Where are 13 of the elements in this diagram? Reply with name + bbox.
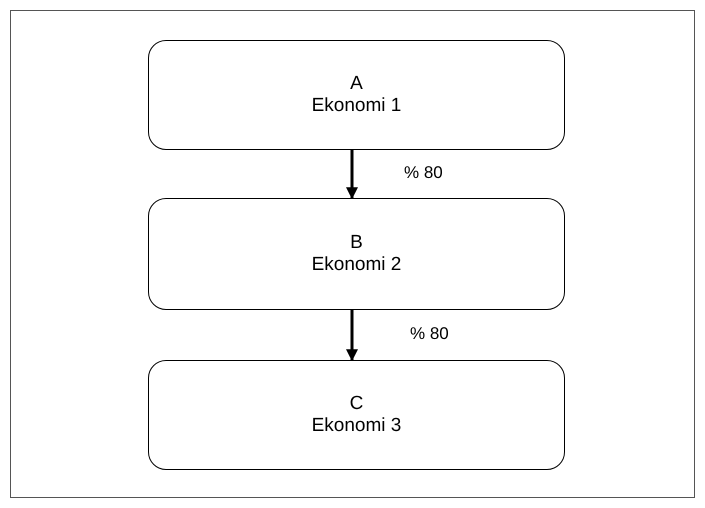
arrow	[346, 150, 358, 200]
node-text: Ekonomi 3	[312, 415, 402, 437]
node-text: Ekonomi 1	[312, 95, 402, 117]
edge-label: % 80	[410, 325, 449, 342]
edge-label: % 80	[404, 164, 443, 181]
node-text: Ekonomi 2	[312, 254, 402, 276]
process-box	[148, 198, 565, 310]
node-letter: C	[350, 393, 364, 415]
arrow	[346, 310, 358, 362]
process-box	[148, 360, 565, 470]
node-letter: B	[350, 232, 363, 254]
node-letter: A	[350, 73, 363, 95]
process-box	[148, 40, 565, 150]
